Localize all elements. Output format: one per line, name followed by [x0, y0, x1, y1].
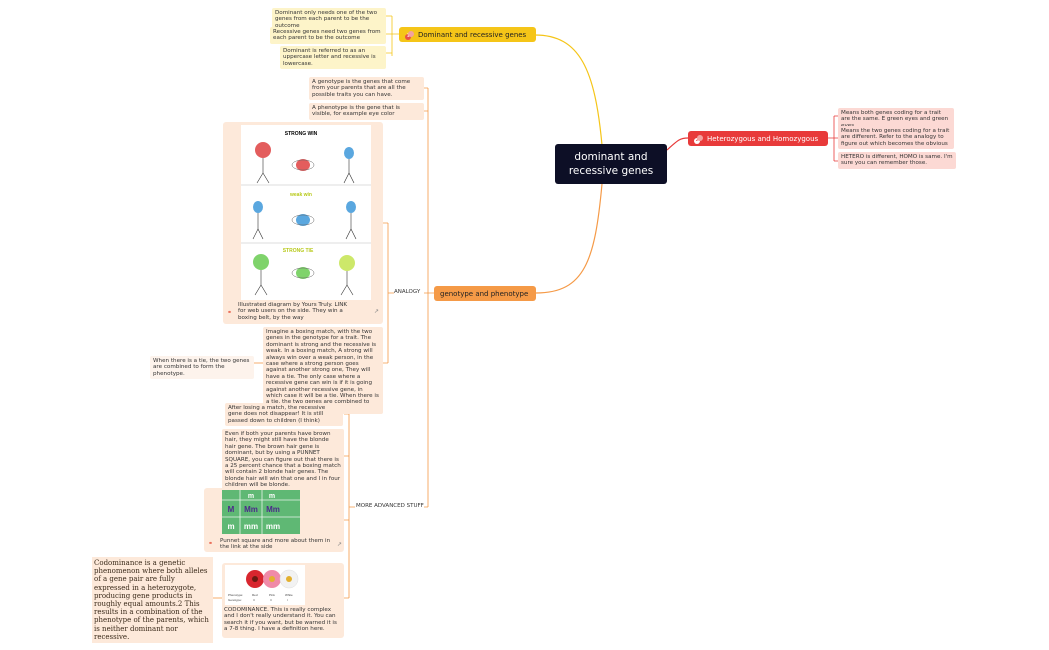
panel3-title: STRONG TIE: [283, 248, 314, 254]
codom-label-red: Red: [252, 593, 258, 597]
advanced-stuff-label[interactable]: MORE ADVANCED STUFF: [356, 503, 424, 509]
central-title-line2: recessive genes: [568, 165, 654, 177]
analogy-label[interactable]: ANALOGY: [394, 289, 421, 295]
note-hetero-3[interactable]: HETERO is different, HOMO is same. I'm s…: [838, 152, 956, 169]
punnet-square-image: m m M m Mm Mm mm mm: [222, 490, 300, 534]
tie-note[interactable]: When there is a tie, the two genes are c…: [150, 356, 254, 380]
codominance-flowers-image: Phenotype: Red Pink White Genotype: rr r…: [225, 565, 305, 605]
codom-geno-3: r: [287, 598, 288, 602]
central-topic[interactable]: dominant and recessive genes: [555, 144, 667, 184]
punnet-cell-4: mm: [266, 522, 280, 531]
branch-dominant-label: Dominant and recessive genes: [418, 30, 527, 39]
codominance-card[interactable]: Phenotype: Red Pink White Genotype: rr r…: [222, 563, 344, 638]
note-hetero-2[interactable]: Means the two genes coding for a trait a…: [838, 126, 954, 150]
panel1-title: STRONG WIN: [285, 131, 318, 137]
branch-hetero-homo[interactable]: 2 Heterozygous and Homozygous: [688, 131, 828, 146]
branch-hetero-label: Heterozygous and Homozygous: [707, 134, 819, 143]
punnet-square-card[interactable]: m m M m Mm Mm mm mm ⚭ Punnet square and …: [204, 488, 344, 552]
punnet-caption: Punnet square and more about them in the…: [220, 538, 331, 551]
punnet-side-1: M: [228, 505, 235, 514]
external-link-icon[interactable]: ↗: [374, 308, 380, 315]
codom-geno-2: rr: [270, 598, 272, 602]
advanced-note-1[interactable]: After losing a match, the recessive gene…: [225, 403, 343, 427]
note-phenotype[interactable]: A phenotype is the gene that is visible,…: [309, 103, 424, 120]
codom-label-genotype: Genotype:: [228, 598, 242, 602]
codom-label-phenotype: Phenotype:: [228, 593, 243, 597]
note-dominant-2[interactable]: Recessive genes need two genes from each…: [270, 27, 386, 44]
punnet-side-2: m: [227, 522, 234, 531]
analogy-image-card[interactable]: STRONG WIN weak win STRONG TIE: [223, 122, 383, 324]
punnet-cell-3: mm: [244, 522, 258, 531]
note-hetero-1[interactable]: Means both genes coding for a trait are …: [838, 108, 954, 132]
note-genotype[interactable]: A genotype is the genes that come from y…: [309, 77, 424, 101]
branch-genotype-phenotype[interactable]: genotype and phenotype: [434, 286, 536, 301]
analogy-image-caption: Illustrated diagram by Yours Truly. LINK…: [238, 302, 348, 321]
codominance-caption: CODOMINANCE. This is really complex and …: [224, 607, 337, 633]
central-title-line1: dominant and: [574, 151, 648, 163]
analogy-text-note[interactable]: Imagine a boxing match, with the two gen…: [263, 327, 383, 415]
punnet-external-link-icon[interactable]: ↗: [337, 541, 343, 548]
branch-dominant-recessive[interactable]: 1 Dominant and recessive genes: [399, 27, 536, 42]
punnet-link-icon[interactable]: ⚭: [208, 540, 214, 547]
boxing-diagram-image: STRONG WIN weak win STRONG TIE: [241, 125, 371, 300]
punnet-cell-1: Mm: [244, 505, 258, 514]
punnet-cell-2: Mm: [266, 505, 280, 514]
panel2-title: weak win: [289, 192, 312, 198]
codom-geno-1: rr: [253, 598, 255, 602]
note-dominant-1[interactable]: Dominant only needs one of the two genes…: [272, 8, 386, 32]
link-icon[interactable]: ⚭: [227, 309, 233, 316]
priority-icon-2: 2: [694, 132, 703, 146]
priority-icon-1: 1: [405, 28, 414, 42]
codominance-definition[interactable]: Codominance is a genetic phenomenon wher…: [92, 557, 213, 644]
codom-label-pink: Pink: [269, 593, 275, 597]
branch-genotype-label: genotype and phenotype: [440, 289, 529, 298]
note-dominant-3[interactable]: Dominant is referred to as an uppercase …: [280, 46, 386, 70]
codom-label-white: White: [285, 593, 293, 597]
punnet-top-2: m: [269, 493, 275, 500]
advanced-note-2[interactable]: Even if both your parents have brown hai…: [222, 429, 344, 491]
punnet-top-1: m: [248, 493, 254, 500]
